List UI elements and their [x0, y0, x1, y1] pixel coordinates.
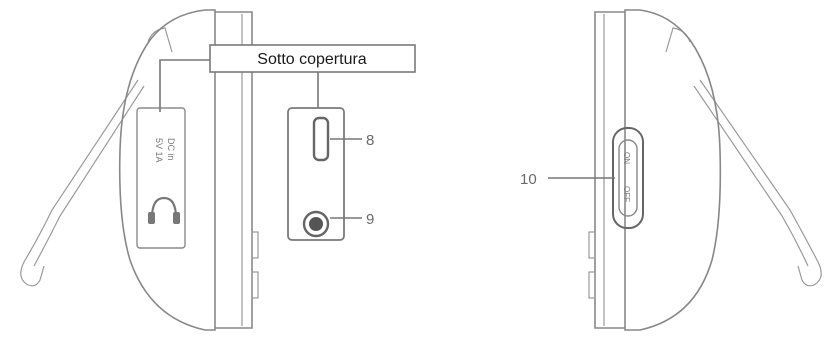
port-panel	[136, 107, 186, 249]
cover-label: Sotto copertura	[257, 51, 367, 68]
right-stand-arm-inner	[693, 85, 809, 267]
right-stand-arm	[699, 79, 822, 287]
left-device-side-view: DC in 5V 1A Sotto copertura 8 9	[20, 9, 416, 331]
right-side-button-1	[588, 231, 596, 259]
headphone-icon	[148, 196, 180, 224]
cover-label-box	[209, 44, 416, 73]
left-side-panel	[215, 11, 253, 329]
jack-socket-outer	[302, 210, 330, 238]
right-side-panel	[594, 11, 625, 329]
dc-voltage-label: 5V 1A	[154, 138, 164, 163]
left-stand-arm	[20, 79, 139, 287]
cover-detail-box	[287, 107, 345, 241]
cover-leader-line	[159, 59, 210, 112]
left-stand-arm-inner	[33, 85, 145, 267]
dc-in-label: DC in	[166, 138, 176, 161]
callout-8-number: 8	[366, 132, 374, 149]
left-top-knob	[147, 27, 173, 53]
switch-off-label: OFF	[622, 186, 631, 202]
right-body-outline	[624, 9, 722, 331]
power-switch-slider	[618, 139, 638, 217]
left-side-button-2	[251, 271, 259, 299]
right-side-button-2	[588, 271, 596, 299]
usb-port-slot	[312, 116, 330, 162]
switch-on-label: ON	[622, 152, 631, 164]
power-switch-housing	[612, 127, 644, 229]
callout-9-number: 9	[366, 211, 374, 228]
left-side-button-1	[251, 231, 259, 259]
left-body-outline	[118, 9, 216, 331]
right-device-side-view: ON OFF 10	[520, 9, 822, 331]
jack-socket-inner	[309, 217, 323, 231]
right-top-knob	[665, 27, 691, 53]
callout-10-number: 10	[520, 171, 537, 188]
